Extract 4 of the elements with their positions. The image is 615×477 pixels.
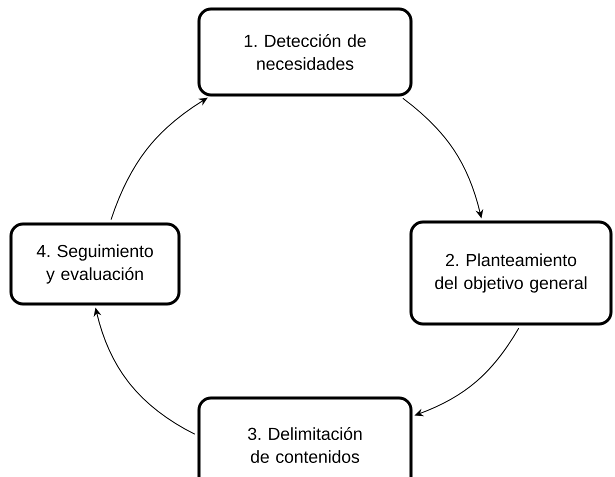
process-box: 2. Planteamiento del objetivo general (410, 220, 612, 326)
process-box: 4. Seguimiento y evaluación (10, 222, 180, 306)
process-box: 1. Detección de necesidades (198, 8, 412, 96)
process-box: 3. Delimitación de contenidos (198, 396, 412, 477)
